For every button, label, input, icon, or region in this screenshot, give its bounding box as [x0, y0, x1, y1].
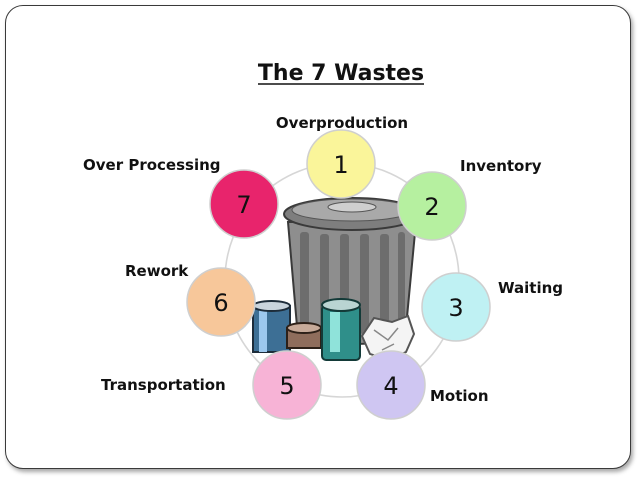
- waste-node-circle: [209, 169, 279, 239]
- waste-node-2: 2: [397, 171, 467, 241]
- waste-node-circle: [397, 171, 467, 241]
- waste-node-6: 6: [186, 267, 256, 337]
- waste-label-rework: Rework: [125, 262, 189, 280]
- waste-number: 2: [424, 193, 439, 221]
- waste-node-7: 7: [209, 169, 279, 239]
- waste-label-over-processing: Over Processing: [83, 156, 221, 174]
- waste-node-circle: [186, 267, 256, 337]
- waste-node-circle: [421, 272, 491, 342]
- waste-number: 1: [333, 151, 348, 179]
- waste-label-motion: Motion: [430, 387, 489, 405]
- waste-label-transportation: Transportation: [101, 376, 226, 394]
- waste-label-waiting: Waiting: [498, 279, 563, 297]
- waste-number: 6: [213, 289, 228, 317]
- waste-number: 7: [236, 191, 251, 219]
- waste-number: 4: [383, 372, 398, 400]
- waste-label-inventory: Inventory: [460, 157, 542, 175]
- waste-node-5: 5: [252, 350, 322, 420]
- waste-number: 5: [279, 372, 294, 400]
- waste-node-1: 1: [306, 129, 376, 199]
- waste-node-circle: [252, 350, 322, 420]
- trash-can-icon: [252, 197, 421, 362]
- waste-node-circle: [306, 129, 376, 199]
- waste-node-3: 3: [421, 272, 491, 342]
- waste-node-circle: [356, 350, 426, 420]
- waste-label-overproduction: Overproduction: [276, 114, 408, 132]
- diagram-title: The 7 Wastes: [258, 61, 424, 86]
- waste-number: 3: [448, 294, 463, 322]
- waste-node-4: 4: [356, 350, 426, 420]
